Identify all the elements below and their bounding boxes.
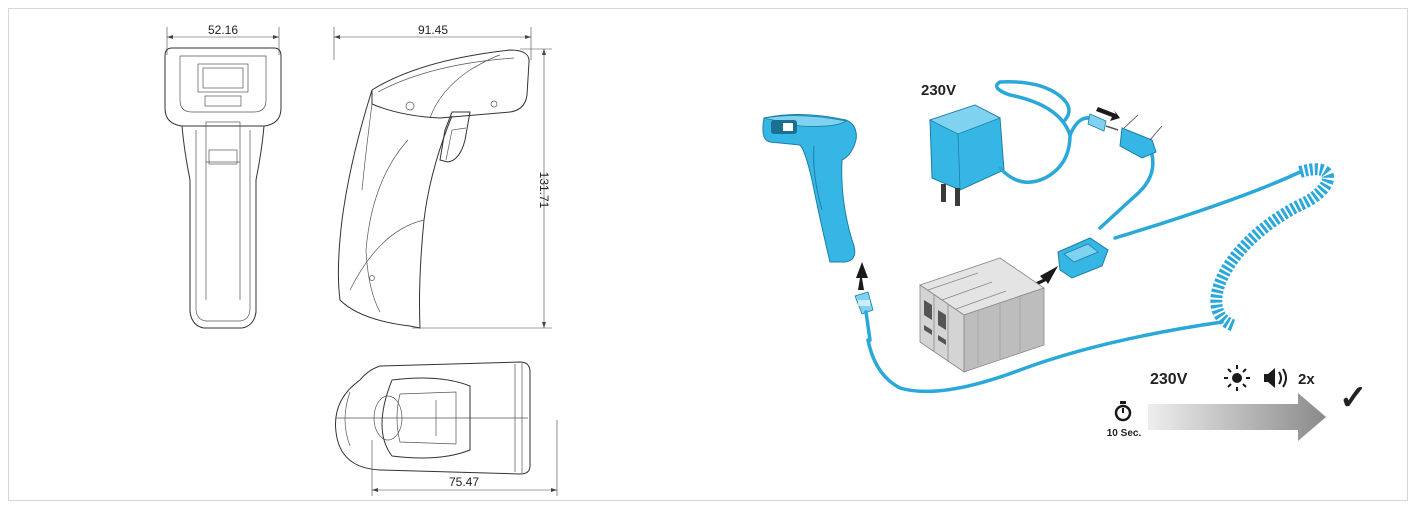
scanner-side-view: 91.45 131.71 [333,23,552,329]
stopwatch-icon [1114,401,1132,422]
startup-sequence: 230V 2x 10 Sec. ✓ [1107,365,1368,441]
scanner-front-view: 52.16 [164,23,282,329]
light-icon [1224,365,1250,391]
side-height-dimension: 131.71 [537,172,551,209]
plc-module-rack [919,257,1045,373]
scanner-top-view: 75.47 [335,361,558,496]
top-width-dimension: 75.47 [449,475,479,489]
power-adapter: 230V [921,80,1163,206]
done-checkmark: ✓ [1339,379,1368,417]
sequence-voltage-label: 230V [1150,371,1188,388]
serial-connector [1032,237,1109,286]
timer-label: 10 Sec. [1107,428,1142,439]
beep-count-label: 2x [1298,371,1315,388]
side-width-dimension: 91.45 [418,23,448,37]
adapter-voltage-label: 230V [921,82,956,99]
blue-scanner [762,113,874,342]
front-width-dimension: 52.16 [208,23,238,37]
speaker-icon [1264,368,1287,388]
progress-arrow [1148,393,1326,441]
coiled-cable [866,146,1335,394]
